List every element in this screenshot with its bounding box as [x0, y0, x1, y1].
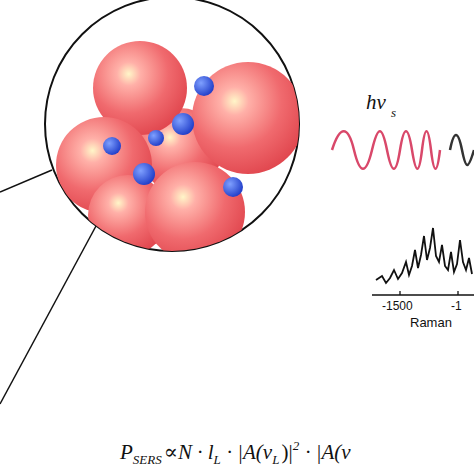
sers-formula: PSERS∝N · lL· |A(νL)|2· |A(ν: [120, 440, 351, 465]
photon-energy: hν: [366, 92, 386, 113]
zoom-leader: [0, 226, 96, 404]
axis-tick-label: -1500: [382, 300, 413, 312]
raman-spectrum: [376, 228, 472, 283]
formula-superscript: 2: [293, 438, 300, 454]
formula-symbol: P: [120, 440, 133, 465]
formula-subscript: L: [272, 452, 279, 468]
zoom-leader: [0, 170, 52, 192]
formula-symbol: ∝: [164, 440, 178, 465]
formula-subscript: L: [214, 452, 221, 468]
spectrum-axis: [372, 294, 474, 295]
photon-subscript: s: [391, 106, 396, 119]
incident-wave: [450, 135, 474, 165]
formula-term: N · l: [178, 440, 214, 465]
axis-tick-label: -1: [451, 300, 462, 312]
formula-term: )|: [281, 440, 292, 465]
formula-term: · |A(ν: [305, 440, 350, 465]
scattered-wave: [332, 131, 440, 169]
formula-term: · |A(ν: [227, 440, 272, 465]
axis-tick: [457, 291, 458, 295]
nanoparticle-cluster: [56, 41, 304, 262]
axis-title: Raman: [410, 316, 452, 329]
axis-tick: [399, 291, 400, 295]
formula-subscript: SERS: [133, 452, 162, 468]
